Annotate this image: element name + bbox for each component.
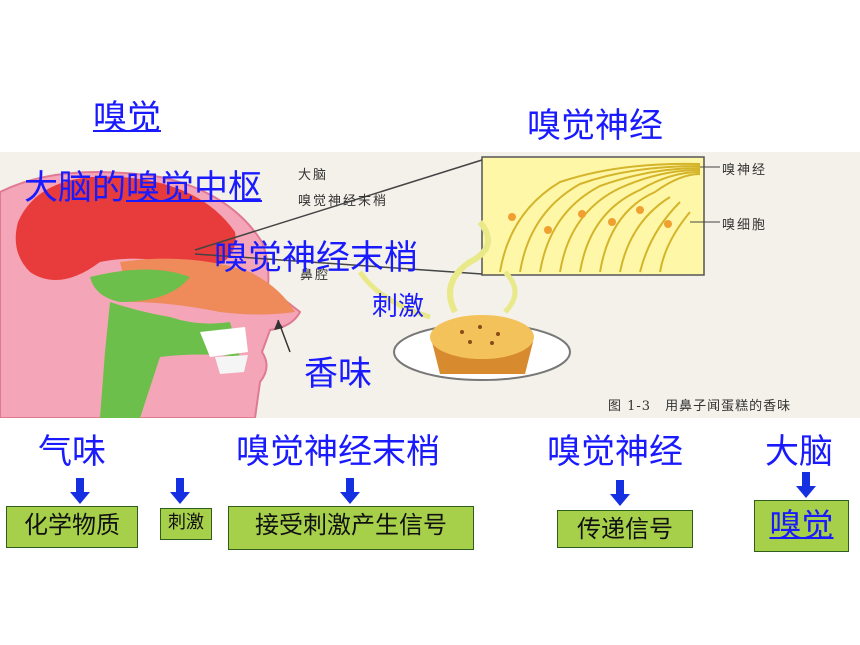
down-arrow-icon (796, 472, 816, 498)
box-smell: 嗅觉 (754, 500, 849, 552)
label-smell-cell: 嗅细胞 (722, 218, 768, 233)
label-stimulus: 刺激 (372, 292, 425, 322)
box-receive-signal: 接受刺激产生信号 (228, 506, 474, 550)
down-arrow-icon (70, 478, 90, 504)
label-aroma: 香味 (304, 354, 372, 394)
flow-label-nerve-endings: 嗅觉神经末梢 (236, 432, 440, 472)
title-olfactory-nerve: 嗅觉神经 (527, 106, 663, 146)
label-nerve-endings: 嗅觉神经末梢 (214, 238, 418, 278)
figure-caption: 图 1-3 用鼻子闻蛋糕的香味 (608, 399, 792, 414)
down-arrow-icon (610, 480, 630, 506)
label-olfactory-center: 大脑的嗅觉中枢 (24, 168, 262, 208)
box-stimulus: 刺激 (160, 508, 212, 540)
flow-label-odor: 气味 (38, 432, 106, 472)
label-olfactory-center-underlined: 嗅觉中枢 (126, 168, 262, 208)
flow-label-brain: 大脑 (765, 432, 833, 472)
box-transmit-signal: 传递信号 (557, 510, 693, 548)
olfaction-illustration: 大脑 嗅觉神经末梢 鼻腔 嗅神经 嗅细胞 图 1-3 用鼻子闻蛋糕的香味 大脑的… (0, 152, 860, 418)
head-cake-illustration (0, 156, 720, 418)
down-arrow-icon (340, 478, 360, 504)
box-smell-text: 嗅觉 (769, 506, 834, 544)
label-nasal-cavity: 鼻腔 (300, 268, 331, 283)
flow-label-olfactory-nerve: 嗅觉神经 (547, 432, 683, 472)
box-chemical: 化学物质 (6, 506, 138, 548)
label-brain: 大脑 (298, 168, 329, 183)
label-olfactory-center-prefix: 大脑的 (24, 168, 126, 208)
title-smell: 嗅觉 (93, 98, 161, 138)
label-nerve-endings-small: 嗅觉神经末梢 (298, 194, 389, 209)
label-smell-nerve: 嗅神经 (722, 163, 768, 178)
down-arrow-icon (170, 478, 190, 504)
